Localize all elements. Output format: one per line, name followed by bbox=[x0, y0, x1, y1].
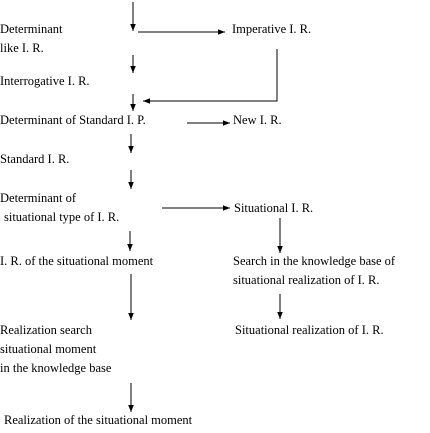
node-label-line: Realization search bbox=[0, 323, 92, 337]
node-label-line: situational moment bbox=[0, 342, 97, 356]
node-label-line: Determinant of bbox=[0, 191, 77, 205]
node-label-line: situational realization of I. R. bbox=[233, 273, 380, 287]
node-ir-situational-moment: I. R. of the situational moment bbox=[0, 252, 153, 271]
node-label-line: like I. R. bbox=[0, 41, 44, 55]
edge-imperative-ir-to-determinant-standard-ip bbox=[143, 49, 278, 104]
node-realization-situational-moment: Realization of the situational moment bbox=[4, 411, 192, 430]
node-new-ir: New I. R. bbox=[233, 111, 282, 130]
node-situational-ir: Situational I. R. bbox=[234, 199, 313, 218]
node-label-line: in the knowledge base bbox=[0, 361, 112, 375]
node-label-line: situational type of I. R. bbox=[4, 210, 120, 224]
node-label-line: Determinant of Standard I. P. bbox=[0, 113, 146, 127]
node-interrogative-ir: Interrogative I. R. bbox=[0, 72, 90, 91]
node-label-line: New I. R. bbox=[233, 113, 282, 127]
node-label-line: Situational I. R. bbox=[234, 201, 314, 215]
node-label-line: Situational realization of I. R. bbox=[235, 323, 384, 337]
node-situational-realization-ir: Situational realization of I. R. bbox=[235, 321, 384, 340]
node-label-line: Imperative I. R. bbox=[232, 22, 312, 36]
node-search-knowledge-base: Search in the knowledge base of situatio… bbox=[233, 252, 395, 290]
node-label-line: Determinant bbox=[0, 22, 63, 36]
node-label-line: Realization of the situational moment bbox=[4, 413, 193, 427]
node-label-line: Search in the knowledge base of bbox=[233, 254, 396, 268]
node-determinant-like-ir: Determinant like I. R. bbox=[0, 20, 62, 58]
node-label-line: Standard I. R. bbox=[0, 152, 70, 166]
node-determinant-standard-ip: Determinant of Standard I. P. bbox=[0, 111, 146, 130]
node-standard-ir: Standard I. R. bbox=[0, 150, 69, 169]
node-realization-search: Realization search situational moment in… bbox=[0, 321, 111, 378]
node-label-line: I. R. of the situational moment bbox=[0, 254, 154, 268]
node-determinant-situational-type: Determinant of situational type of I. R. bbox=[0, 189, 119, 227]
node-label-line: Interrogative I. R. bbox=[0, 74, 90, 88]
node-imperative-ir: Imperative I. R. bbox=[232, 20, 311, 39]
